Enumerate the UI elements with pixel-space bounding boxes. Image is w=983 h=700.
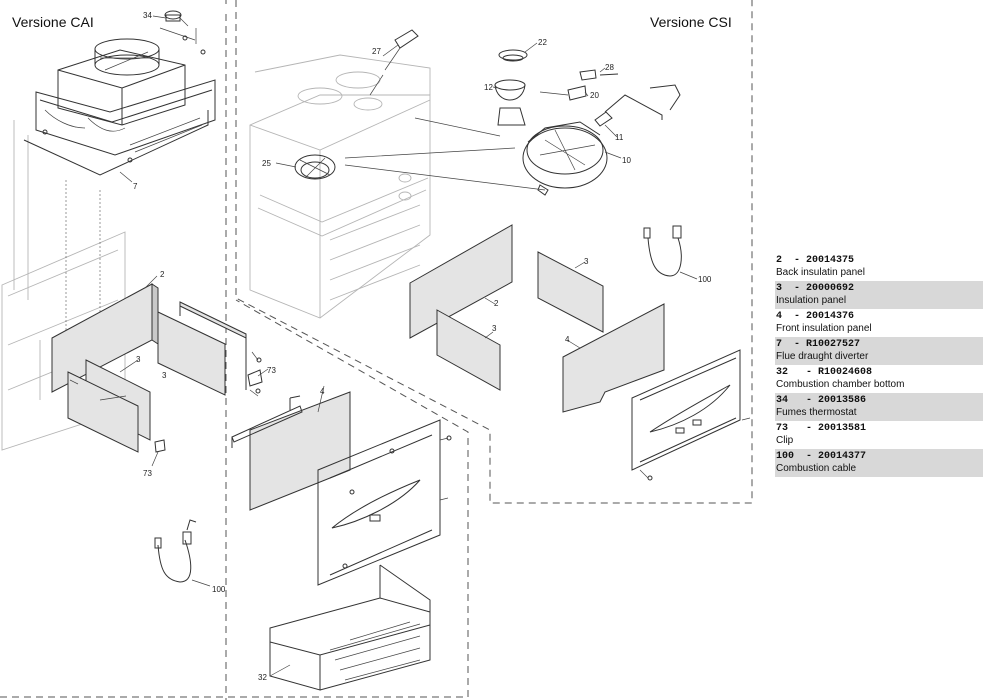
part-description: Insulation panel	[776, 295, 847, 306]
part-row-2: 2 - 20014375 Back insulatin panel	[775, 253, 983, 281]
part-ref-code: 3 - 20000692	[776, 283, 855, 294]
part-description: Fumes thermostat	[776, 407, 857, 418]
callout-leaders	[99, 15, 698, 677]
callout-100-csi: 100	[698, 275, 712, 284]
part-description: Combustion cable	[776, 463, 857, 474]
callout-labels: 34 7 2 3 3 73 73 4 100 32 27 22 12 28 20…	[133, 11, 712, 682]
part-row-7: 7 - R10027527 Flue draught diverter	[775, 337, 983, 365]
title-versione-csi: Versione CSI	[650, 14, 732, 30]
callout-12: 12	[484, 83, 493, 92]
csi-fan-10	[522, 111, 613, 196]
part-ref-code: 7 - R10027527	[776, 339, 861, 350]
part-description: Clip	[776, 435, 794, 446]
part-ref-code: 34 - 20013586	[776, 395, 867, 406]
csi-part-12	[494, 79, 526, 126]
part-row-34: 34 - 20013586 Fumes thermostat	[775, 393, 983, 421]
callout-4-cai: 4	[320, 387, 325, 396]
part-row-32: 32 - R10024608 Combustion chamber bottom	[775, 365, 983, 393]
part-description: Flue draught diverter	[776, 351, 869, 362]
part-description: Front insulation panel	[776, 323, 872, 334]
csi-part-22	[498, 49, 528, 62]
callout-100-cai: 100	[212, 585, 226, 594]
cai-front-panel	[231, 391, 452, 586]
part-ref-code: 32 - R10024608	[776, 367, 873, 378]
callout-3-csi-a: 3	[584, 257, 589, 266]
csi-tubing	[344, 84, 681, 191]
part-row-100: 100 - 20014377 Combustion cable	[775, 449, 983, 477]
title-versione-cai: Versione CAI	[12, 14, 94, 30]
callout-3-cai-b: 3	[162, 371, 167, 380]
csi-part-25	[294, 154, 336, 180]
callout-11: 11	[615, 133, 624, 142]
callout-3-cai-a: 3	[136, 355, 141, 364]
callout-22: 22	[538, 38, 547, 47]
part-ref-code: 4 - 20014376	[776, 311, 855, 322]
callout-27: 27	[372, 47, 381, 56]
csi-chassis-outline	[249, 54, 431, 319]
callout-32: 32	[258, 673, 267, 682]
csi-insulation-panels	[409, 224, 751, 481]
cai-insulation-panels	[51, 283, 262, 453]
combustion-chamber-bottom	[269, 564, 431, 691]
section-frames	[0, 0, 753, 700]
callout-3-csi-b: 3	[492, 324, 497, 333]
callout-34: 34	[143, 11, 152, 20]
parts-list: 2 - 20014375 Back insulatin panel 3 - 20…	[775, 253, 983, 477]
part-ref-code: 73 - 20013581	[776, 423, 867, 434]
part-ref-code: 100 - 20014377	[776, 451, 867, 462]
flue-draught-diverter-group	[13, 38, 216, 300]
part-description: Back insulatin panel	[776, 267, 865, 278]
callout-4-csi: 4	[565, 335, 570, 344]
callout-73-a: 73	[267, 366, 276, 375]
callout-25: 25	[262, 159, 271, 168]
callout-10: 10	[622, 156, 631, 165]
combustion-cable-cai	[154, 519, 197, 583]
exploded-parts-diagram: Versione CAI Versione CSI 34 7 2 3 3 73 …	[0, 0, 753, 700]
callout-2-csi: 2	[494, 299, 499, 308]
part-row-4: 4 - 20014376 Front insulation panel	[775, 309, 983, 337]
part-row-3: 3 - 20000692 Insulation panel	[775, 281, 983, 309]
combustion-cable-csi	[643, 225, 682, 277]
clips-73	[154, 369, 263, 453]
fumes-thermostat	[159, 10, 206, 55]
callout-2-cai: 2	[160, 270, 165, 279]
csi-parts-28-20	[539, 69, 619, 101]
csi-part-27	[369, 29, 419, 96]
part-row-73: 73 - 20013581 Clip	[775, 421, 983, 449]
callout-20: 20	[590, 91, 599, 100]
callout-73-b: 73	[143, 469, 152, 478]
callout-28: 28	[605, 63, 614, 72]
part-ref-code: 2 - 20014375	[776, 255, 855, 266]
part-description: Combustion chamber bottom	[776, 379, 905, 390]
callout-7: 7	[133, 182, 138, 191]
